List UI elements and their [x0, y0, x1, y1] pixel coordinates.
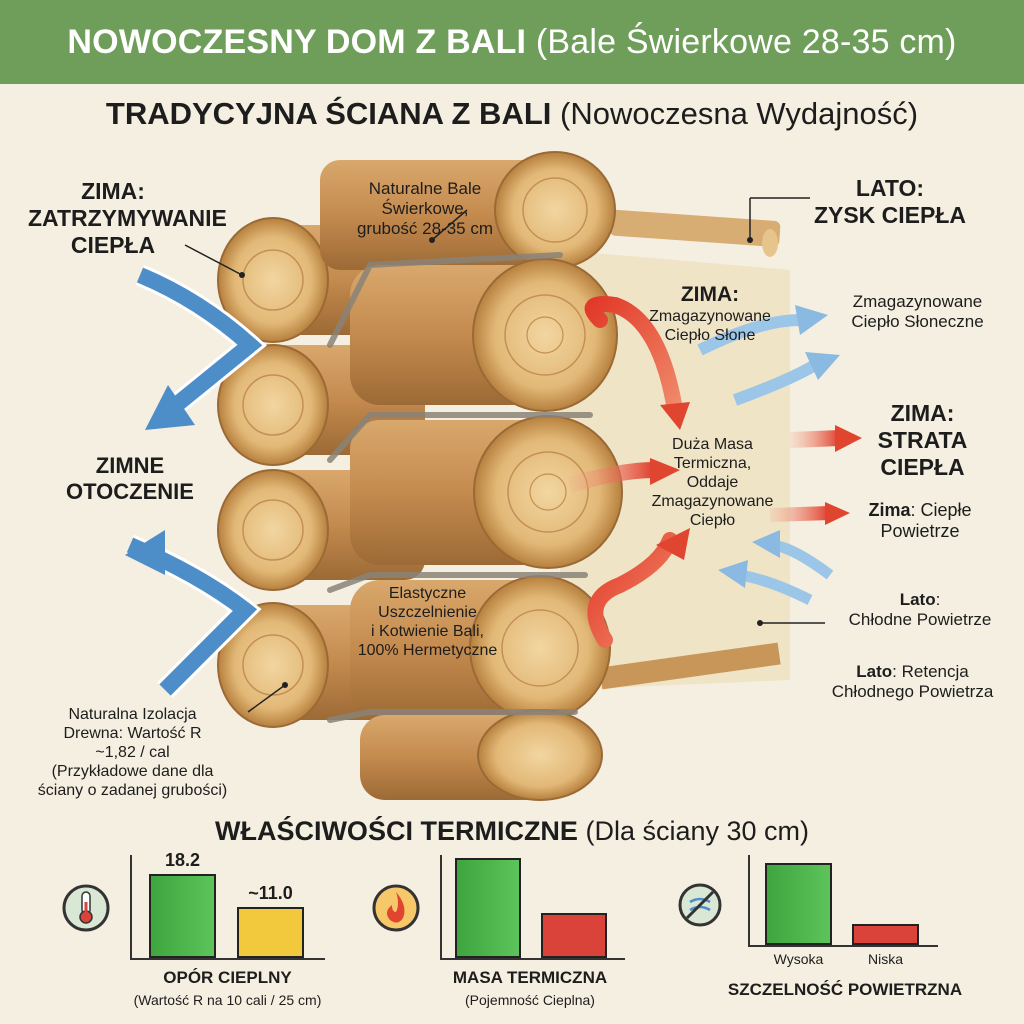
chart1-bar-1 [237, 907, 304, 958]
header-banner: NOWOCZESNY DOM Z BALI (Bale Świerkowe 28… [0, 0, 1024, 84]
chart1-y-axis [130, 855, 132, 960]
chart3-bar-1 [852, 924, 919, 945]
chart1-bar-0 [149, 874, 216, 958]
no-draft-icon [678, 883, 722, 927]
label-summer-cool-air: Lato: Chłodne Powietrze [848, 590, 992, 630]
chart1-value-label-1: ~11.0 [248, 883, 293, 903]
chart1-value-label-0: 18.2 [164, 850, 201, 870]
chart3-bar-0 [765, 863, 832, 945]
label-winter-warm-air: Zima: Ciepłe Powietrze [868, 500, 972, 542]
chart3-title: SZCZELNOŚĆ POWIETRZNA [727, 980, 963, 999]
chart3-x-axis [748, 945, 938, 947]
chart2-bar-0 [455, 858, 521, 958]
chart2-x-axis [440, 958, 625, 960]
chart1-title: OPÓR CIEPLNY [163, 968, 292, 987]
chart2-subtitle: (Pojemność Cieplna) [465, 992, 595, 1008]
chart1-subtitle: (Wartość R na 10 cali / 25 cm) [133, 992, 322, 1008]
page-title: NOWOCZESNY DOM Z BALI (Bale Świerkowe 28… [67, 22, 957, 61]
label-summer-gain: LATO:ZYSK CIEPŁA [813, 175, 967, 229]
chart1-x-axis [130, 958, 325, 960]
chart2-bar-1 [541, 913, 607, 958]
chart3-category-label-1: Niska [867, 951, 903, 967]
chart3-y-axis [748, 855, 750, 947]
label-summer-retention: Lato: Retencja Chłodnego Powietrza [831, 662, 994, 702]
chart3-category-label-0: Wysoka [773, 951, 824, 967]
section-title-thermal-properties: WŁAŚCIWOŚCI TERMICZNE (Dla ściany 30 cm) [214, 816, 810, 846]
thermometer-icon [62, 884, 110, 932]
diagram-title: TRADYCYJNA ŚCIANA Z BALI (Nowoczesna Wyd… [105, 96, 919, 131]
flame-icon [372, 884, 420, 932]
chart2-title: MASA TERMICZNA [452, 968, 608, 987]
chart2-y-axis [440, 855, 442, 960]
